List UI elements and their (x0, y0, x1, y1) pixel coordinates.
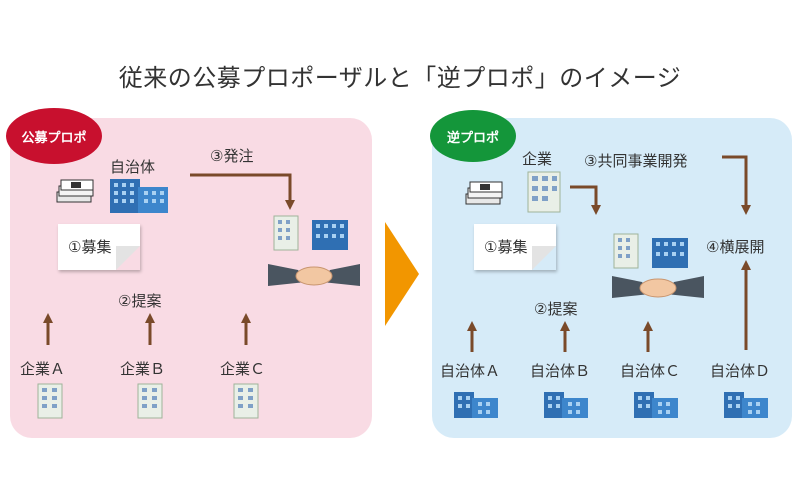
gov-a-building-icon (454, 392, 498, 418)
order-arrow (190, 173, 295, 210)
gov-a-label: 自治体Ａ (440, 362, 501, 380)
right-handshake-icon (612, 276, 704, 298)
company-c-label: 企業Ｃ (220, 360, 266, 378)
handshake-icon (268, 264, 360, 286)
gov-b-label: 自治体Ｂ (530, 362, 591, 380)
company-a-building-icon (37, 383, 63, 419)
company-a-label: 企業Ａ (20, 360, 66, 378)
partner-buildings-icon (273, 215, 348, 251)
recruit-label: ①募集 (68, 238, 112, 256)
right-proposal-label: ②提案 (534, 300, 578, 318)
money-stack-icon (56, 179, 94, 203)
page-title: 従来の公募プロポーザルと「逆プロポ」のイメージ (118, 64, 682, 92)
left-government-label: 自治体 (110, 158, 156, 176)
company-c-building-icon (233, 383, 259, 419)
company-arrow (570, 185, 601, 215)
government-building-icon (110, 179, 168, 213)
right-company-label: 企業 (522, 150, 553, 168)
gov-d-building-icon (724, 392, 768, 418)
expansion-label: ④横展開 (706, 238, 765, 256)
company-b-building-icon (137, 383, 163, 419)
gov-c-label: 自治体Ｃ (620, 362, 681, 380)
badge-public-proposal: 公募プロポ (6, 108, 102, 164)
transition-chevron-icon (385, 222, 419, 326)
right-partner-buildings-icon (613, 233, 688, 269)
badge-reverse-proposal: 逆プロポ (430, 110, 516, 162)
right-recruit-note: ①募集 (474, 224, 556, 270)
company-building-icon (527, 171, 561, 213)
money-stack-icon-right (465, 181, 503, 205)
gov-d-label: 自治体Ｄ (710, 362, 771, 380)
proposal-label: ②提案 (118, 292, 162, 310)
recruit-note: ①募集 (58, 224, 140, 270)
company-b-label: 企業Ｂ (120, 360, 166, 378)
gov-c-building-icon (634, 392, 678, 418)
order-label: ③発注 (210, 147, 254, 165)
gov-b-building-icon (544, 392, 588, 418)
joint-development-label: ③共同事業開発 (584, 152, 688, 170)
joint-arrow (722, 155, 751, 215)
right-recruit-label: ①募集 (484, 238, 528, 256)
